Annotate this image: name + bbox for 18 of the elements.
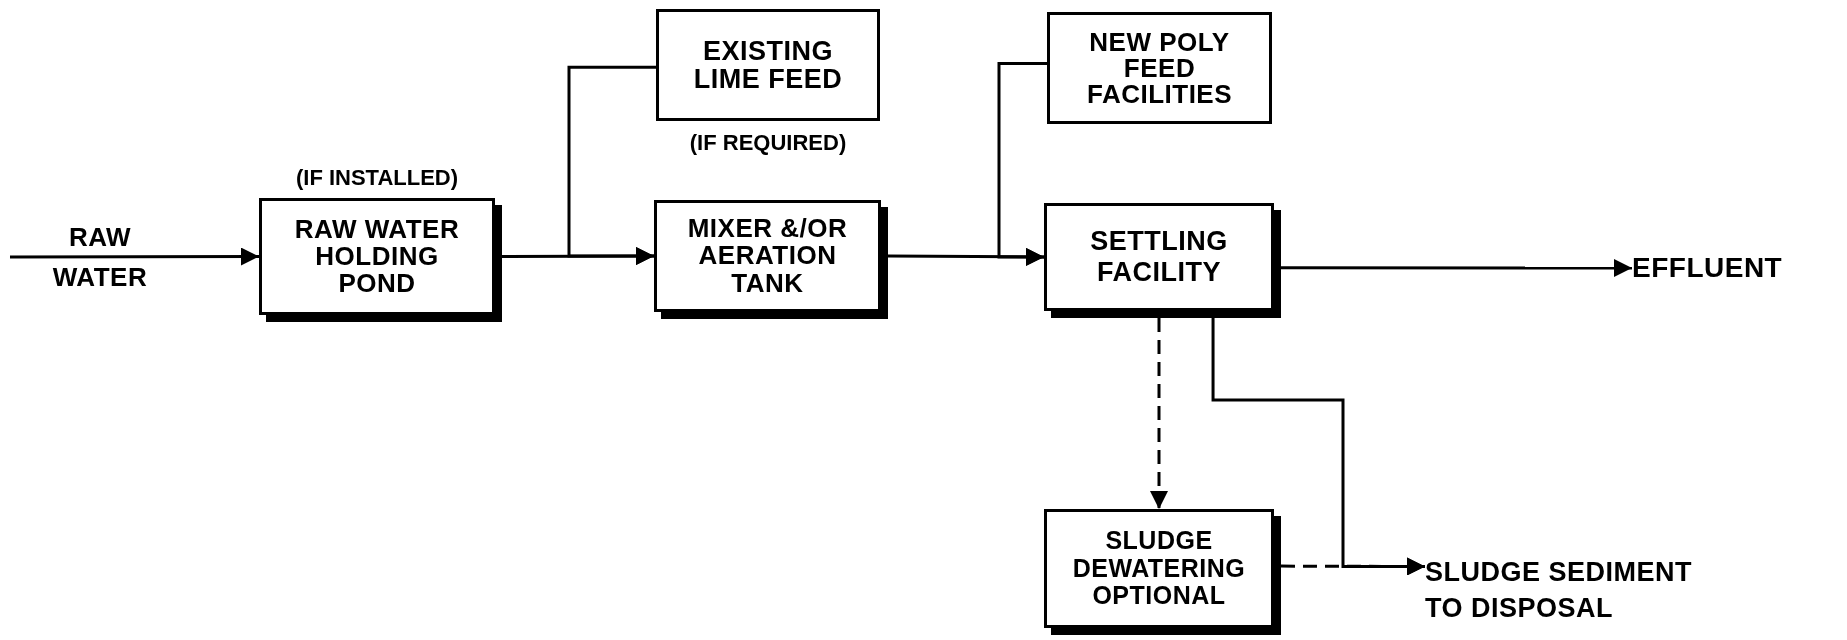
arrow [997, 62, 1047, 266]
dashed-arrow [1281, 557, 1425, 576]
box-label: RAW WATER HOLDING POND [293, 215, 461, 298]
box-label: MIXER &/OR AERATION TANK [686, 215, 849, 297]
note-label: (IF REQUIRED) [688, 130, 848, 156]
process-box [1047, 12, 1272, 124]
box-label: SETTLING FACILITY [1089, 225, 1229, 289]
box-label: SLUDGE DEWATERING OPTIONAL [1071, 527, 1247, 610]
arrow [10, 247, 259, 266]
box-label: EXISTING LIME FEED [693, 36, 843, 94]
note-label: (IF INSTALLED) [294, 165, 460, 191]
outlet-label: EFFLUENT [1632, 252, 1783, 284]
outlet-label: SLUDGE SEDIMENT TO DISPOSAL [1425, 555, 1694, 625]
box-label: NEW POLY FEED FACILITIES [1085, 29, 1234, 107]
arrow [1281, 259, 1632, 277]
arrow [567, 65, 656, 265]
inlet-label: RAW WATER [51, 221, 149, 294]
dashed-arrow [1150, 318, 1168, 509]
